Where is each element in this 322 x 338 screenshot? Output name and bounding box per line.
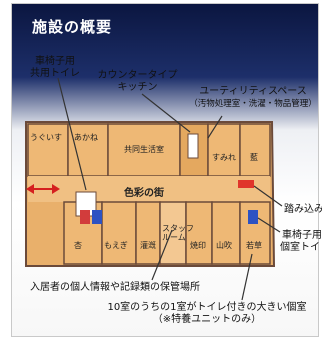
projected-slide: 施設の概要 車椅子用 共用トイレ カウンタータイプ キッチン ユーティリティスペ… xyxy=(12,4,322,336)
toilet-icon-blue xyxy=(92,210,102,224)
callout-wheelchair-private-toilet: 車椅子用 個室トイレ xyxy=(280,230,322,254)
room-label-line: スタッフ xyxy=(162,224,194,233)
room-sumire xyxy=(207,123,241,177)
toilet-icon-red xyxy=(80,210,90,224)
room-haiiro xyxy=(135,201,161,265)
room-label-akane: あかね xyxy=(74,133,98,142)
callout-line: 車椅子用 xyxy=(35,56,75,67)
room-label-ai: 藍 xyxy=(250,153,258,162)
street-area xyxy=(28,176,270,202)
entrance-mat xyxy=(238,180,254,188)
callout-line: （※特養ユニットのみ） xyxy=(152,314,262,325)
room-akane xyxy=(67,123,109,177)
kitchen-counter xyxy=(187,133,199,159)
callout-line: ユーティリティスペース xyxy=(199,86,307,97)
room-label-staff: スタッフ ルーム xyxy=(162,224,194,242)
room-label-wakaba: 若草 xyxy=(246,241,262,250)
slide-title: 施設の概要 xyxy=(32,18,113,36)
leader-lines xyxy=(57,77,283,301)
room-label-common-living: 共同生活室 xyxy=(124,145,164,154)
callout-line: カウンタータイプ xyxy=(97,70,178,81)
callout-line: 個室トイレ xyxy=(280,242,322,253)
floor-plan xyxy=(25,77,283,301)
room-label-line: ルーム xyxy=(162,233,186,242)
room-label-anzu: 杏 xyxy=(74,241,82,250)
room-label-tankou: 焼印 xyxy=(190,241,206,250)
room-moegi xyxy=(101,201,137,265)
room-label-yamabuki: 山吹 xyxy=(216,241,232,250)
room-common-living xyxy=(107,123,181,177)
callout-line: 10室のうちの1室がトイレ付きの大きい個室 xyxy=(107,302,307,313)
room-label-haiiro: 灌漑 xyxy=(140,241,156,250)
room-ai xyxy=(239,123,271,177)
callout-records-storage: 入居者の個人情報や記録類の保管場所 xyxy=(30,282,200,293)
wheelchair-icon xyxy=(248,210,258,224)
room-label-uguisu: うぐいす xyxy=(30,133,62,142)
callout-line: 共用トイレ xyxy=(30,68,80,79)
callout-entrance: 踏み込み xyxy=(284,204,322,215)
callout-line: 車椅子用 xyxy=(282,230,322,241)
callout-line: （汚物処理室・洗濯・物品管理） xyxy=(189,99,317,109)
callout-large-private-room: 10室のうちの1室がトイレ付きの大きい個室 （※特養ユニットのみ） xyxy=(102,302,312,326)
callout-utility-space: ユーティリティスペース （汚物処理室・洗濯・物品管理） xyxy=(180,86,322,110)
callout-wheelchair-shared-toilet: 車椅子用 共用トイレ xyxy=(20,56,90,80)
callout-line: キッチン xyxy=(117,82,158,93)
room-label-moegi: もえぎ xyxy=(104,241,128,250)
callout-counter-kitchen: カウンタータイプ キッチン xyxy=(90,70,185,94)
room-label-street: 色彩の街 xyxy=(124,188,164,199)
room-label-sumire: すみれ xyxy=(212,153,236,162)
room-yamabuki xyxy=(211,201,241,265)
double-arrow-icon xyxy=(26,184,60,194)
